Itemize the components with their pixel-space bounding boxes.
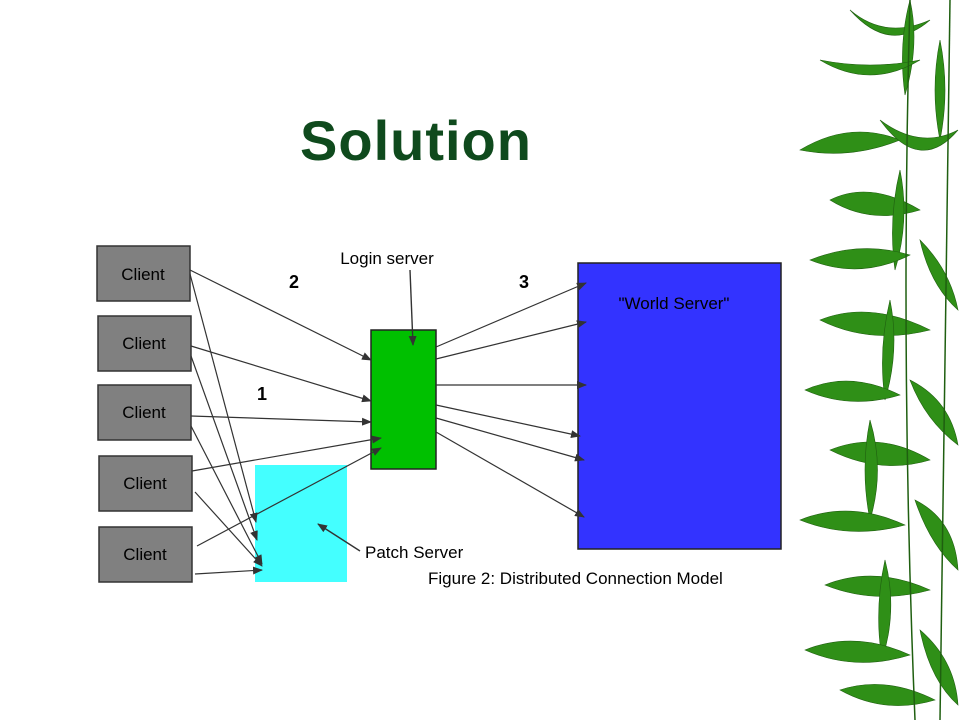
slide-title: Solution: [300, 109, 532, 172]
client-to-patch-arrow: [194, 566, 263, 575]
client-to-login-arrow: [196, 447, 382, 547]
client-to-patch-arrow: [194, 491, 263, 567]
world-server-box: [577, 262, 782, 550]
client-to-patch-arrow: [189, 273, 258, 523]
login-to-world-arrow: [435, 417, 585, 462]
client-box: [97, 384, 192, 441]
login-to-world-arrow: [435, 320, 587, 360]
login-label-pointer: [408, 269, 417, 346]
client-to-login-arrow: [189, 269, 372, 361]
client-label: Client: [121, 265, 165, 284]
login-to-world-arrow: [435, 431, 585, 518]
patch-server-box: [255, 465, 347, 582]
step-label-2: 2: [289, 272, 299, 292]
client-node: Client: [98, 455, 193, 512]
patch-server-label: Patch Server: [365, 543, 464, 562]
connection-diagram: Client Client Client Client Client: [96, 245, 782, 588]
client-to-login-arrow: [190, 345, 372, 403]
client-to-patch-arrow: [190, 425, 263, 565]
step-label-3: 3: [519, 272, 529, 292]
client-to-patch-arrow: [190, 355, 258, 541]
client-to-login-arrow: [190, 415, 372, 426]
client-box: [98, 526, 193, 583]
client-node: Client: [97, 384, 192, 441]
client-box: [96, 245, 191, 302]
client-label: Client: [123, 474, 167, 493]
login-server-label: Login server: [340, 249, 434, 268]
step-label-1: 1: [257, 384, 267, 404]
bamboo-decoration: [799, 0, 959, 720]
client-node: Client: [97, 315, 192, 372]
login-to-world-arrow: [435, 404, 581, 439]
login-to-world-arrow: [435, 282, 587, 348]
client-label: Client: [123, 545, 167, 564]
patch-label-pointer: [317, 523, 361, 552]
client-label: Client: [122, 403, 166, 422]
client-node: Client: [98, 526, 193, 583]
client-to-login-arrow: [191, 435, 382, 472]
login-server-box: [370, 329, 437, 470]
client-box: [98, 455, 193, 512]
client-label: Client: [122, 334, 166, 353]
world-server-label: "World Server": [619, 294, 730, 313]
client-node: Client: [96, 245, 191, 302]
figure-caption: Figure 2: Distributed Connection Model: [428, 569, 723, 588]
client-box: [97, 315, 192, 372]
